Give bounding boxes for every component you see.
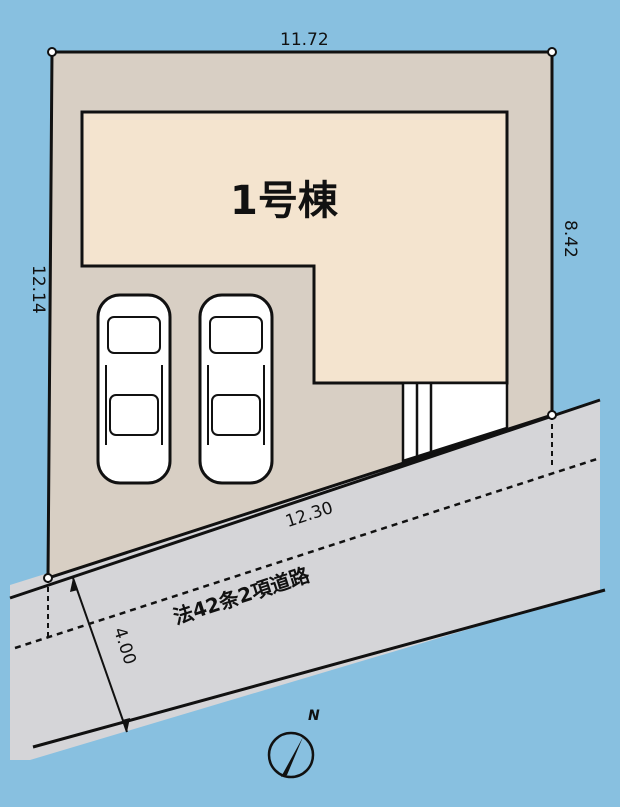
entrance — [401, 381, 509, 463]
building-1 — [80, 110, 509, 385]
setback-line — [14, 456, 601, 650]
dimension-top: 11.72 — [280, 30, 329, 50]
dimension-right: 8.42 — [560, 220, 580, 258]
road-edge-north — [9, 398, 601, 600]
compass-north-label: N — [308, 708, 320, 724]
car-icon — [96, 293, 172, 485]
car-icon — [198, 293, 274, 485]
road — [10, 400, 600, 760]
compass-icon — [267, 731, 315, 779]
building-label: 1号棟 — [230, 178, 338, 224]
dimension-left: 12.14 — [28, 265, 48, 314]
